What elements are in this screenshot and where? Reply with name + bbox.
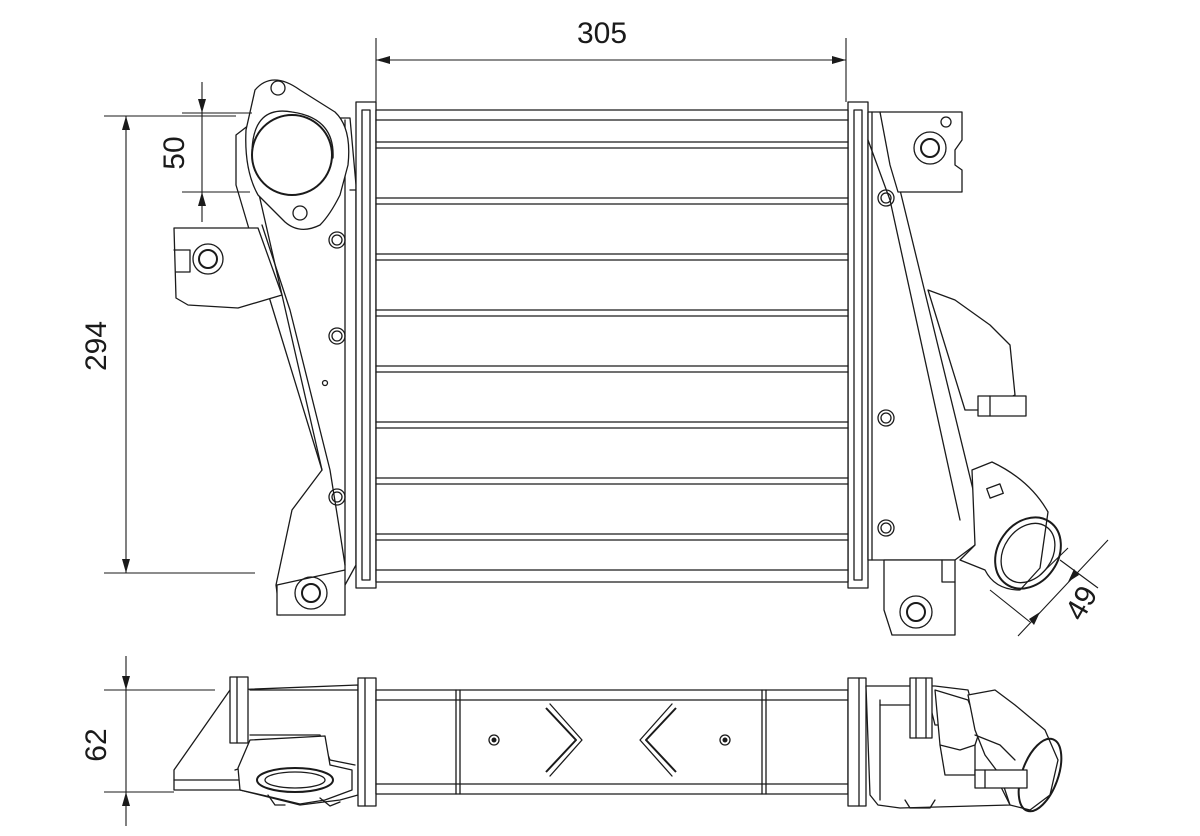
top-core	[357, 677, 867, 807]
top-right-tank	[865, 677, 1063, 813]
dimension-depth-label: 62	[80, 728, 113, 761]
dimension-width: 305	[375, 17, 847, 102]
dimension-depth: 62	[80, 656, 215, 826]
dimension-inlet-label: 50	[158, 136, 191, 169]
flow-chevron-right	[545, 703, 583, 777]
dimension-width-label: 305	[577, 17, 627, 50]
top-view	[173, 676, 1063, 813]
core	[355, 101, 869, 589]
core-tubes	[375, 119, 849, 571]
outlet-pipe	[959, 461, 1062, 591]
front-view	[173, 79, 1062, 636]
dimension-height: 294	[80, 115, 255, 574]
flow-chevron-left	[639, 703, 677, 777]
dimension-height-label: 294	[80, 321, 113, 371]
dimension-inlet: 50	[158, 82, 252, 222]
bottom-left-bracket	[276, 569, 346, 616]
top-right-bracket	[879, 111, 963, 193]
bottom-right-bracket	[883, 559, 956, 636]
inlet-flange	[245, 79, 350, 230]
left-tank	[235, 117, 357, 616]
top-left-tank	[173, 676, 359, 807]
right-side-clip	[927, 289, 1027, 417]
left-bracket	[173, 227, 283, 309]
